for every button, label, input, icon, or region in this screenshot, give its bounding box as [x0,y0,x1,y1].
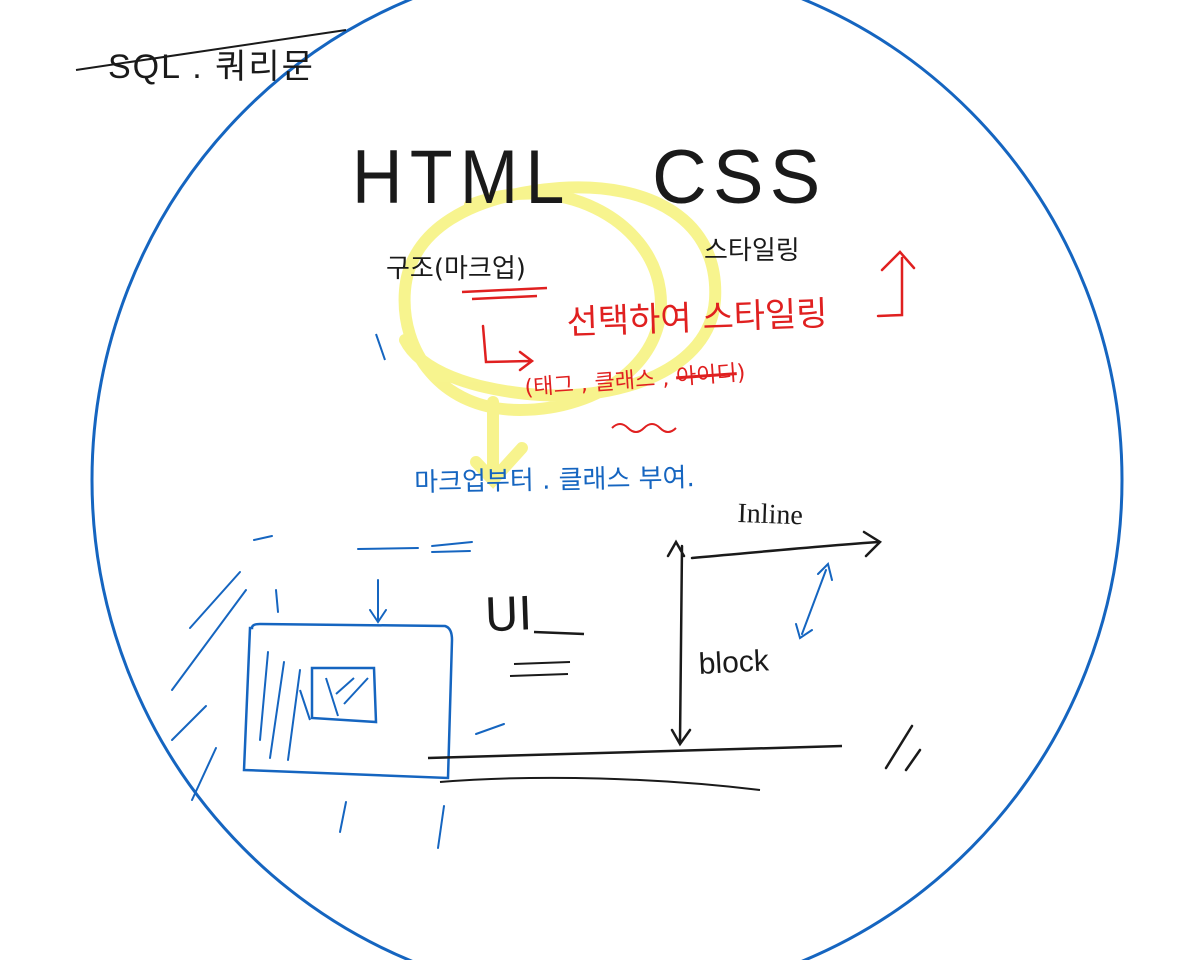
inline-right-arrow [690,530,882,560]
selector-close: ) [735,360,747,387]
selector-tag-label: (태그 , [523,371,589,401]
blue-double-arrow [795,562,833,640]
sql-note: SQL . 쿼리문 [108,48,315,86]
select-and-style-note: 선택하여 스타일링 [565,293,829,343]
css-heading: CSS [652,135,827,220]
ui-underline-main [533,630,585,636]
sql-strike-line [75,29,347,71]
red-bent-arrow [481,324,535,372]
block-down-arrow [666,539,692,747]
yellow-highlight-loop [398,181,722,489]
outer-box [242,622,454,780]
block-label: block [697,644,770,681]
styling-note: 스타일링 [704,236,800,266]
selector-id-label: 아이디 [675,361,738,391]
inner-box [310,666,378,724]
selector-separator: , [654,365,671,392]
markup-class-note: 마크업부터 . 클래스 부여. [413,463,695,498]
inner-hatch [299,677,369,721]
class-squiggle [611,423,677,433]
blue-down-arrow [369,579,387,624]
ui-label: UI [483,586,533,642]
blue-sketch-strokes [171,535,505,849]
slash-marks [884,724,922,772]
frame-circle [90,0,1124,960]
structure-note: 구조(마크업) [386,254,526,284]
html-heading: HTML [352,135,572,220]
floor-line-2 [439,776,761,791]
floor-line [427,744,843,760]
ui-underline [509,661,571,677]
structure-underline [461,286,548,301]
left-tick [375,333,386,361]
inline-label: Inline [736,498,804,532]
red-up-arrow [876,250,916,318]
selector-class-label: 클래스 [593,366,657,397]
